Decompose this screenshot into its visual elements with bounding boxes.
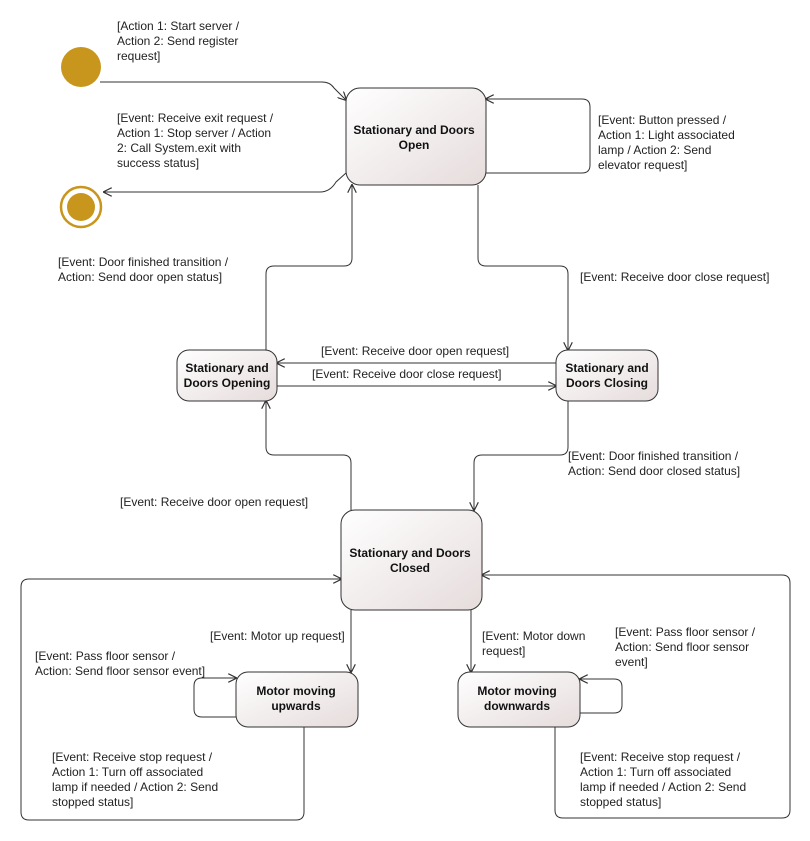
- label-floor-sensor-left: [Event: Pass floor sensor / Action: Send…: [35, 649, 205, 678]
- edge-closed-to-opening: [266, 401, 352, 510]
- final-state-node: [59, 185, 103, 229]
- edge-initial-to-open: [100, 81, 346, 100]
- edge-open-to-closing: [477, 185, 568, 350]
- label-door-open-request-mid: [Event: Receive door open request]: [321, 344, 509, 358]
- label-button-pressed: [Event: Button pressed / Action 1: Light…: [598, 113, 738, 172]
- label-motor-up-request: [Event: Motor up request]: [210, 629, 345, 643]
- initial-state-node: [61, 47, 101, 87]
- edge-up-to-closed: [20, 579, 341, 821]
- edge-up-self-loop: [193, 678, 236, 718]
- edge-down-self-loop: [553, 679, 623, 714]
- edge-down-to-closed: [482, 575, 791, 819]
- edge-opening-to-open: [265, 185, 352, 350]
- label-stop-request-right: [Event: Receive stop request / Action 1:…: [580, 750, 749, 809]
- edge-open-self-loop: [486, 99, 591, 174]
- label-door-close-request-top: [Event: Receive door close request]: [580, 270, 769, 284]
- label-door-close-request-mid: [Event: Receive door close request]: [312, 367, 501, 381]
- label-door-finished-open: [Event: Door finished transition / Actio…: [58, 255, 231, 284]
- label-floor-sensor-right: [Event: Pass floor sensor / Action: Send…: [615, 625, 758, 669]
- label-door-open-request-low: [Event: Receive door open request]: [120, 495, 308, 509]
- edge-closing-to-closed: [474, 401, 569, 510]
- edge-open-to-final: [104, 172, 347, 192]
- transition-edges: [20, 81, 791, 821]
- label-motor-down-request: [Event: Motor down request]: [482, 629, 589, 658]
- label-exit-request: [Event: Receive exit request / Action 1:…: [117, 111, 276, 170]
- label-door-finished-closed: [Event: Door finished transition / Actio…: [568, 449, 741, 478]
- label-start-server: [Action 1: Start server / Action 2: Send…: [117, 19, 242, 63]
- label-stop-request-left: [Event: Receive stop request / Action 1:…: [52, 750, 221, 809]
